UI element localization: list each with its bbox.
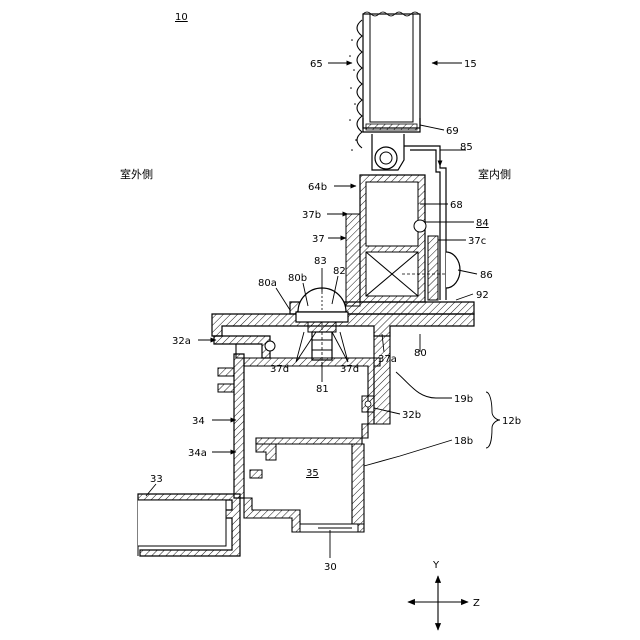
ref-84: 84 — [476, 218, 489, 229]
ref-64b: 64b — [308, 182, 327, 193]
ref-12b: 12b — [502, 416, 521, 427]
ref-85: 85 — [460, 142, 473, 153]
ref-37: 37 — [312, 234, 325, 245]
ref-33: 33 — [150, 474, 163, 485]
ref-37b: 37b — [302, 210, 321, 221]
axis-z-label: Z — [473, 598, 480, 609]
ref-37c: 37c — [468, 236, 486, 247]
ref-37d-left: 37d — [270, 364, 289, 375]
axis-indicator — [408, 576, 468, 630]
ref-37a: 37a — [378, 354, 397, 365]
ref-68: 68 — [450, 200, 463, 211]
ref-19b: 19b — [454, 394, 473, 405]
ref-83: 83 — [314, 256, 327, 267]
ref-32a: 32a — [172, 336, 191, 347]
outdoor-side-label: 室外側 — [120, 167, 153, 181]
glass-panel-15 — [363, 12, 420, 132]
outer-sill-33 — [138, 494, 240, 556]
post-37b — [346, 214, 360, 306]
screw-fastener-81 — [296, 288, 348, 368]
bottom-member-30 — [300, 524, 358, 532]
figure-ref-label: 10 — [175, 12, 188, 23]
ref-65: 65 — [310, 59, 323, 70]
ref-80a: 80a — [258, 278, 277, 289]
ref-34a: 34a — [188, 448, 207, 459]
ref-69: 69 — [446, 126, 459, 137]
ref-82: 82 — [333, 266, 346, 277]
ref-80b: 80b — [288, 273, 307, 284]
ref-30: 30 — [324, 562, 337, 573]
ref-34: 34 — [192, 416, 205, 427]
ref-81: 81 — [316, 384, 329, 395]
ref-80: 80 — [414, 348, 427, 359]
ref-37d-right: 37d — [340, 364, 359, 375]
ref-92: 92 — [476, 290, 489, 301]
ref-15: 15 — [464, 59, 477, 70]
lower-frame-35 — [218, 336, 390, 532]
ref-86: 86 — [480, 270, 493, 281]
ref-18b: 18b — [454, 436, 473, 447]
ref-35: 35 — [306, 468, 319, 479]
axis-y-label: Y — [432, 560, 440, 571]
indoor-side-label: 室内側 — [478, 167, 511, 181]
post-37c — [428, 236, 460, 300]
wavy-seal-65 — [349, 20, 362, 151]
ref-32b: 32b — [402, 410, 421, 421]
